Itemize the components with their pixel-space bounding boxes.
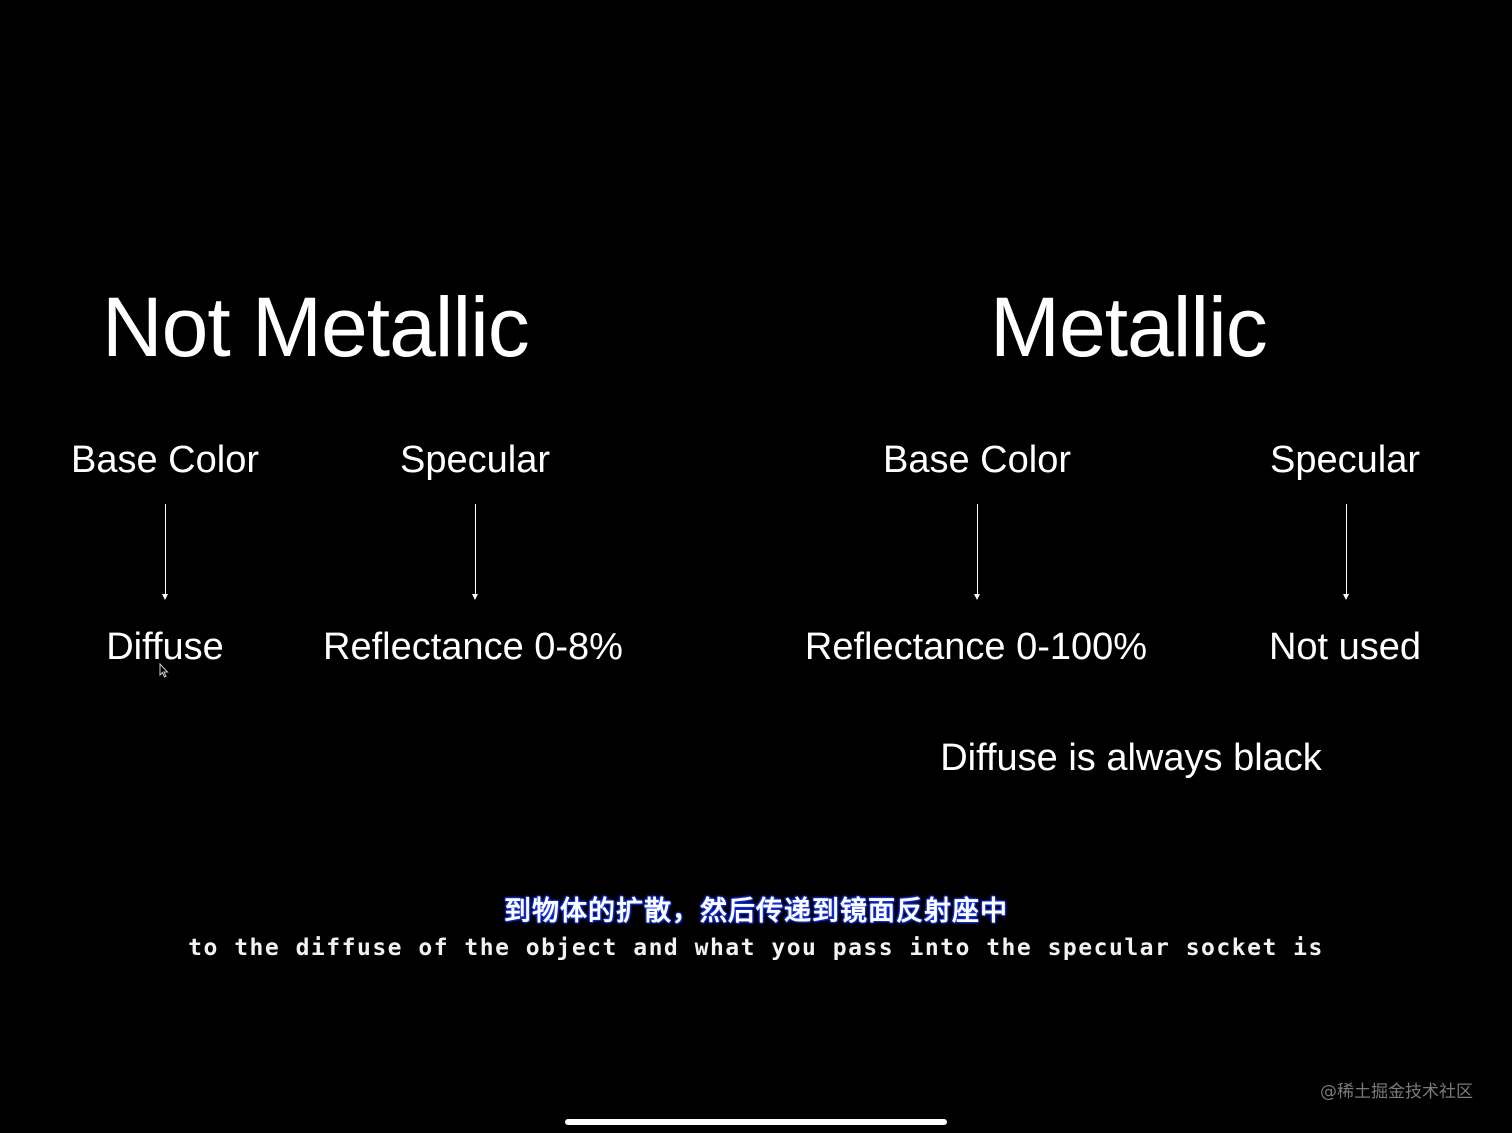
home-indicator[interactable] — [565, 1119, 947, 1125]
not-metallic-title: Not Metallic — [102, 280, 530, 374]
arrow-down-icon — [472, 504, 478, 600]
arrow-down-icon — [1343, 504, 1349, 600]
watermark: @稀土掘金技术社区 — [1320, 1082, 1473, 1102]
subtitle-english: to the diffuse of the object and what yo… — [188, 935, 1324, 961]
not-metallic-diffuse-label: Diffuse — [106, 626, 224, 668]
arrow-down-icon — [974, 504, 980, 600]
metallic-not-used-label: Not used — [1268, 626, 1422, 668]
metallic-reflectance-label: Reflectance 0-100% — [804, 626, 1148, 668]
not-metallic-reflectance-label: Reflectance 0-8% — [323, 626, 623, 668]
metallic-title: Metallic — [990, 280, 1268, 374]
subtitle-chinese: 到物体的扩散，然后传递到镜面反射座中 — [504, 896, 1008, 927]
arrow-down-icon — [162, 504, 168, 600]
metallic-base-color-label: Base Color — [883, 439, 1071, 481]
not-metallic-specular-label: Specular — [400, 439, 550, 481]
not-metallic-base-color-label: Base Color — [71, 439, 259, 481]
metallic-specular-label: Specular — [1270, 439, 1420, 481]
metallic-diffuse-note: Diffuse is always black — [940, 737, 1322, 779]
